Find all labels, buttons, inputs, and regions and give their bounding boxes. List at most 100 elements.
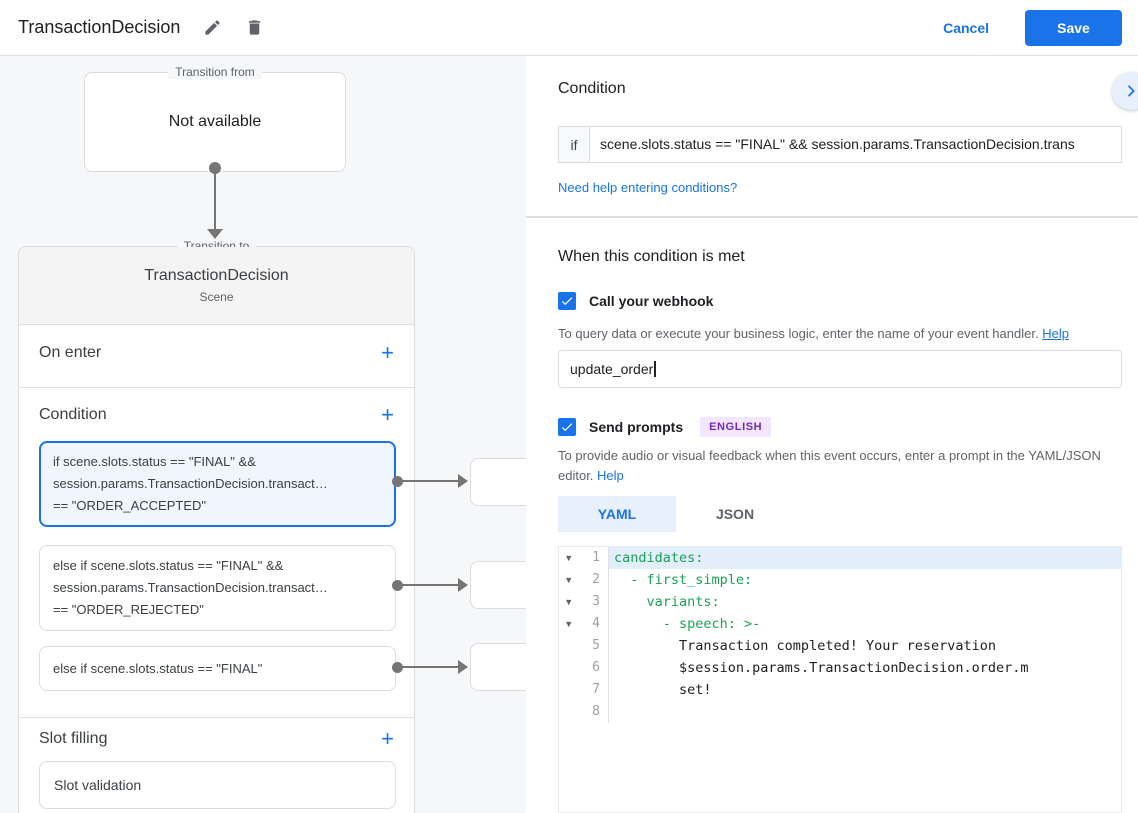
add-slot-button[interactable]: + [381, 726, 394, 751]
code-text: - first_simple: [614, 572, 753, 588]
code-line[interactable]: ▼ 3 variants: [559, 591, 1121, 613]
condition-expression-input[interactable]: scene.slots.status == "FINAL" && session… [600, 136, 1075, 152]
fold-arrow-icon[interactable]: ▼ [564, 553, 574, 563]
delete-icon[interactable] [244, 18, 264, 38]
cancel-button[interactable]: Cancel [943, 19, 989, 36]
slot-validation-card[interactable]: Slot validation [39, 761, 396, 809]
webhook-helper-text: To query data or execute your business l… [558, 324, 1122, 344]
fold-arrow-icon [559, 701, 579, 723]
condition-expression-field: if scene.slots.status == "FINAL" && sess… [558, 126, 1122, 163]
slot-validation-label: Slot validation [54, 777, 142, 793]
transition-target-box[interactable] [470, 561, 526, 609]
connector-arrowhead [458, 660, 468, 674]
section-divider [19, 387, 414, 388]
condition-help-link[interactable]: Need help entering conditions? [558, 180, 738, 195]
code-line[interactable]: 8 [559, 701, 1121, 723]
helper-text: To query data or execute your business l… [558, 326, 1039, 341]
condition-text-line: else if scene.slots.status == "FINAL" && [53, 558, 284, 573]
transition-target-box[interactable] [470, 458, 526, 506]
connector-line [214, 168, 216, 230]
condition-label: Condition [39, 406, 107, 423]
code-text: $session.params.TransactionDecision.orde… [614, 660, 1029, 676]
webhook-label: Call your webhook [589, 293, 714, 309]
code-text: Transaction completed! Your reservation [614, 638, 997, 654]
condition-text-line: else if scene.slots.status == "FINAL" [53, 660, 263, 676]
tab-yaml[interactable]: YAML [558, 496, 676, 532]
prompts-helper-text: To provide audio or visual feedback when… [558, 446, 1122, 486]
section-divider [19, 717, 414, 718]
add-on-enter-button[interactable]: + [381, 340, 394, 365]
tab-json[interactable]: JSON [715, 506, 755, 522]
webhook-checkbox[interactable] [558, 292, 576, 310]
line-number: 5 [592, 638, 600, 653]
webhook-checkbox-row: Call your webhook [558, 292, 713, 310]
when-met-title: When this condition is met [558, 248, 745, 265]
code-line[interactable]: 6 $session.params.TransactionDecision.or… [559, 657, 1121, 679]
fold-arrow-icon[interactable]: ▼ [564, 619, 574, 629]
connector-dot [392, 580, 403, 591]
condition-card-1[interactable]: if scene.slots.status == "FINAL" && sess… [39, 441, 396, 527]
webhook-name-input[interactable]: update_order [558, 350, 1122, 388]
connector-arrowhead [458, 474, 468, 488]
check-icon [561, 297, 573, 306]
code-line[interactable]: 7 set! [559, 679, 1121, 701]
editor-gutter: 5 [559, 635, 609, 657]
save-button[interactable]: Save [1025, 9, 1122, 46]
prompts-checkbox[interactable] [558, 418, 576, 436]
panel-title: Condition [558, 80, 626, 97]
editor-gutter: 7 [559, 679, 609, 701]
flow-canvas: Transition from Not available Transition… [0, 56, 526, 813]
slot-filling-section: Slot filling + [19, 726, 414, 751]
edit-icon[interactable] [202, 18, 222, 38]
connector-arrowhead [458, 578, 468, 592]
scene-type: Scene [199, 290, 234, 304]
connector-line [400, 584, 460, 586]
prompts-label: Send prompts [589, 419, 684, 435]
editor-gutter: 6 [559, 657, 609, 679]
fold-arrow-icon [559, 657, 579, 679]
code-line[interactable]: ▼4 - speech: >- [559, 613, 1121, 635]
line-number: 1 [592, 550, 600, 565]
editor-gutter: ▼4 [559, 613, 609, 635]
code-text [609, 701, 1121, 723]
helper-text: To provide audio or visual feedback when… [558, 448, 1101, 483]
transition-from-box: Transition from Not available [84, 65, 346, 172]
on-enter-section: On enter + [19, 340, 414, 365]
page-title: TransactionDecision [18, 17, 181, 37]
slot-filling-label: Slot filling [39, 730, 108, 747]
condition-text-line: == "ORDER_REJECTED" [53, 602, 204, 617]
connector-dot [392, 662, 403, 673]
connector-dot [392, 476, 403, 487]
webhook-name-value: update_order [570, 361, 654, 377]
add-condition-button[interactable]: + [381, 402, 394, 427]
condition-card-2[interactable]: else if scene.slots.status == "FINAL" &&… [39, 545, 396, 631]
transition-target-box[interactable] [470, 643, 526, 691]
fold-arrow-icon[interactable]: ▼ [564, 575, 574, 585]
line-number: 6 [592, 660, 600, 675]
code-line[interactable]: 5 Transaction completed! Your reservatio… [559, 635, 1121, 657]
condition-section: Condition + [19, 402, 414, 427]
code-line[interactable]: ▼2 - first_simple: [559, 569, 1121, 591]
condition-card-3[interactable]: else if scene.slots.status == "FINAL" [39, 646, 396, 691]
panel-divider [526, 216, 1138, 218]
connector-line [400, 480, 460, 482]
collapse-panel-button[interactable] [1112, 72, 1138, 110]
code-text: set! [614, 682, 712, 698]
editor-gutter: ▼1 [559, 547, 609, 569]
fold-arrow-icon[interactable]: ▼ [564, 597, 574, 607]
scene-card-header[interactable]: TransactionDecision Scene [19, 247, 414, 325]
transition-from-label: Transition from [168, 65, 262, 79]
line-number: 3 [592, 594, 600, 609]
if-prefix-label: if [559, 127, 590, 162]
editor-gutter: 8 [559, 701, 609, 723]
prompts-help-link[interactable]: Help [597, 468, 624, 483]
line-number: 4 [592, 616, 600, 631]
line-number: 8 [592, 704, 600, 719]
code-text: - speech: >- [614, 616, 761, 632]
language-badge: ENGLISH [700, 417, 772, 437]
code-text: variants: [614, 594, 720, 610]
webhook-help-link[interactable]: Help [1042, 326, 1069, 341]
